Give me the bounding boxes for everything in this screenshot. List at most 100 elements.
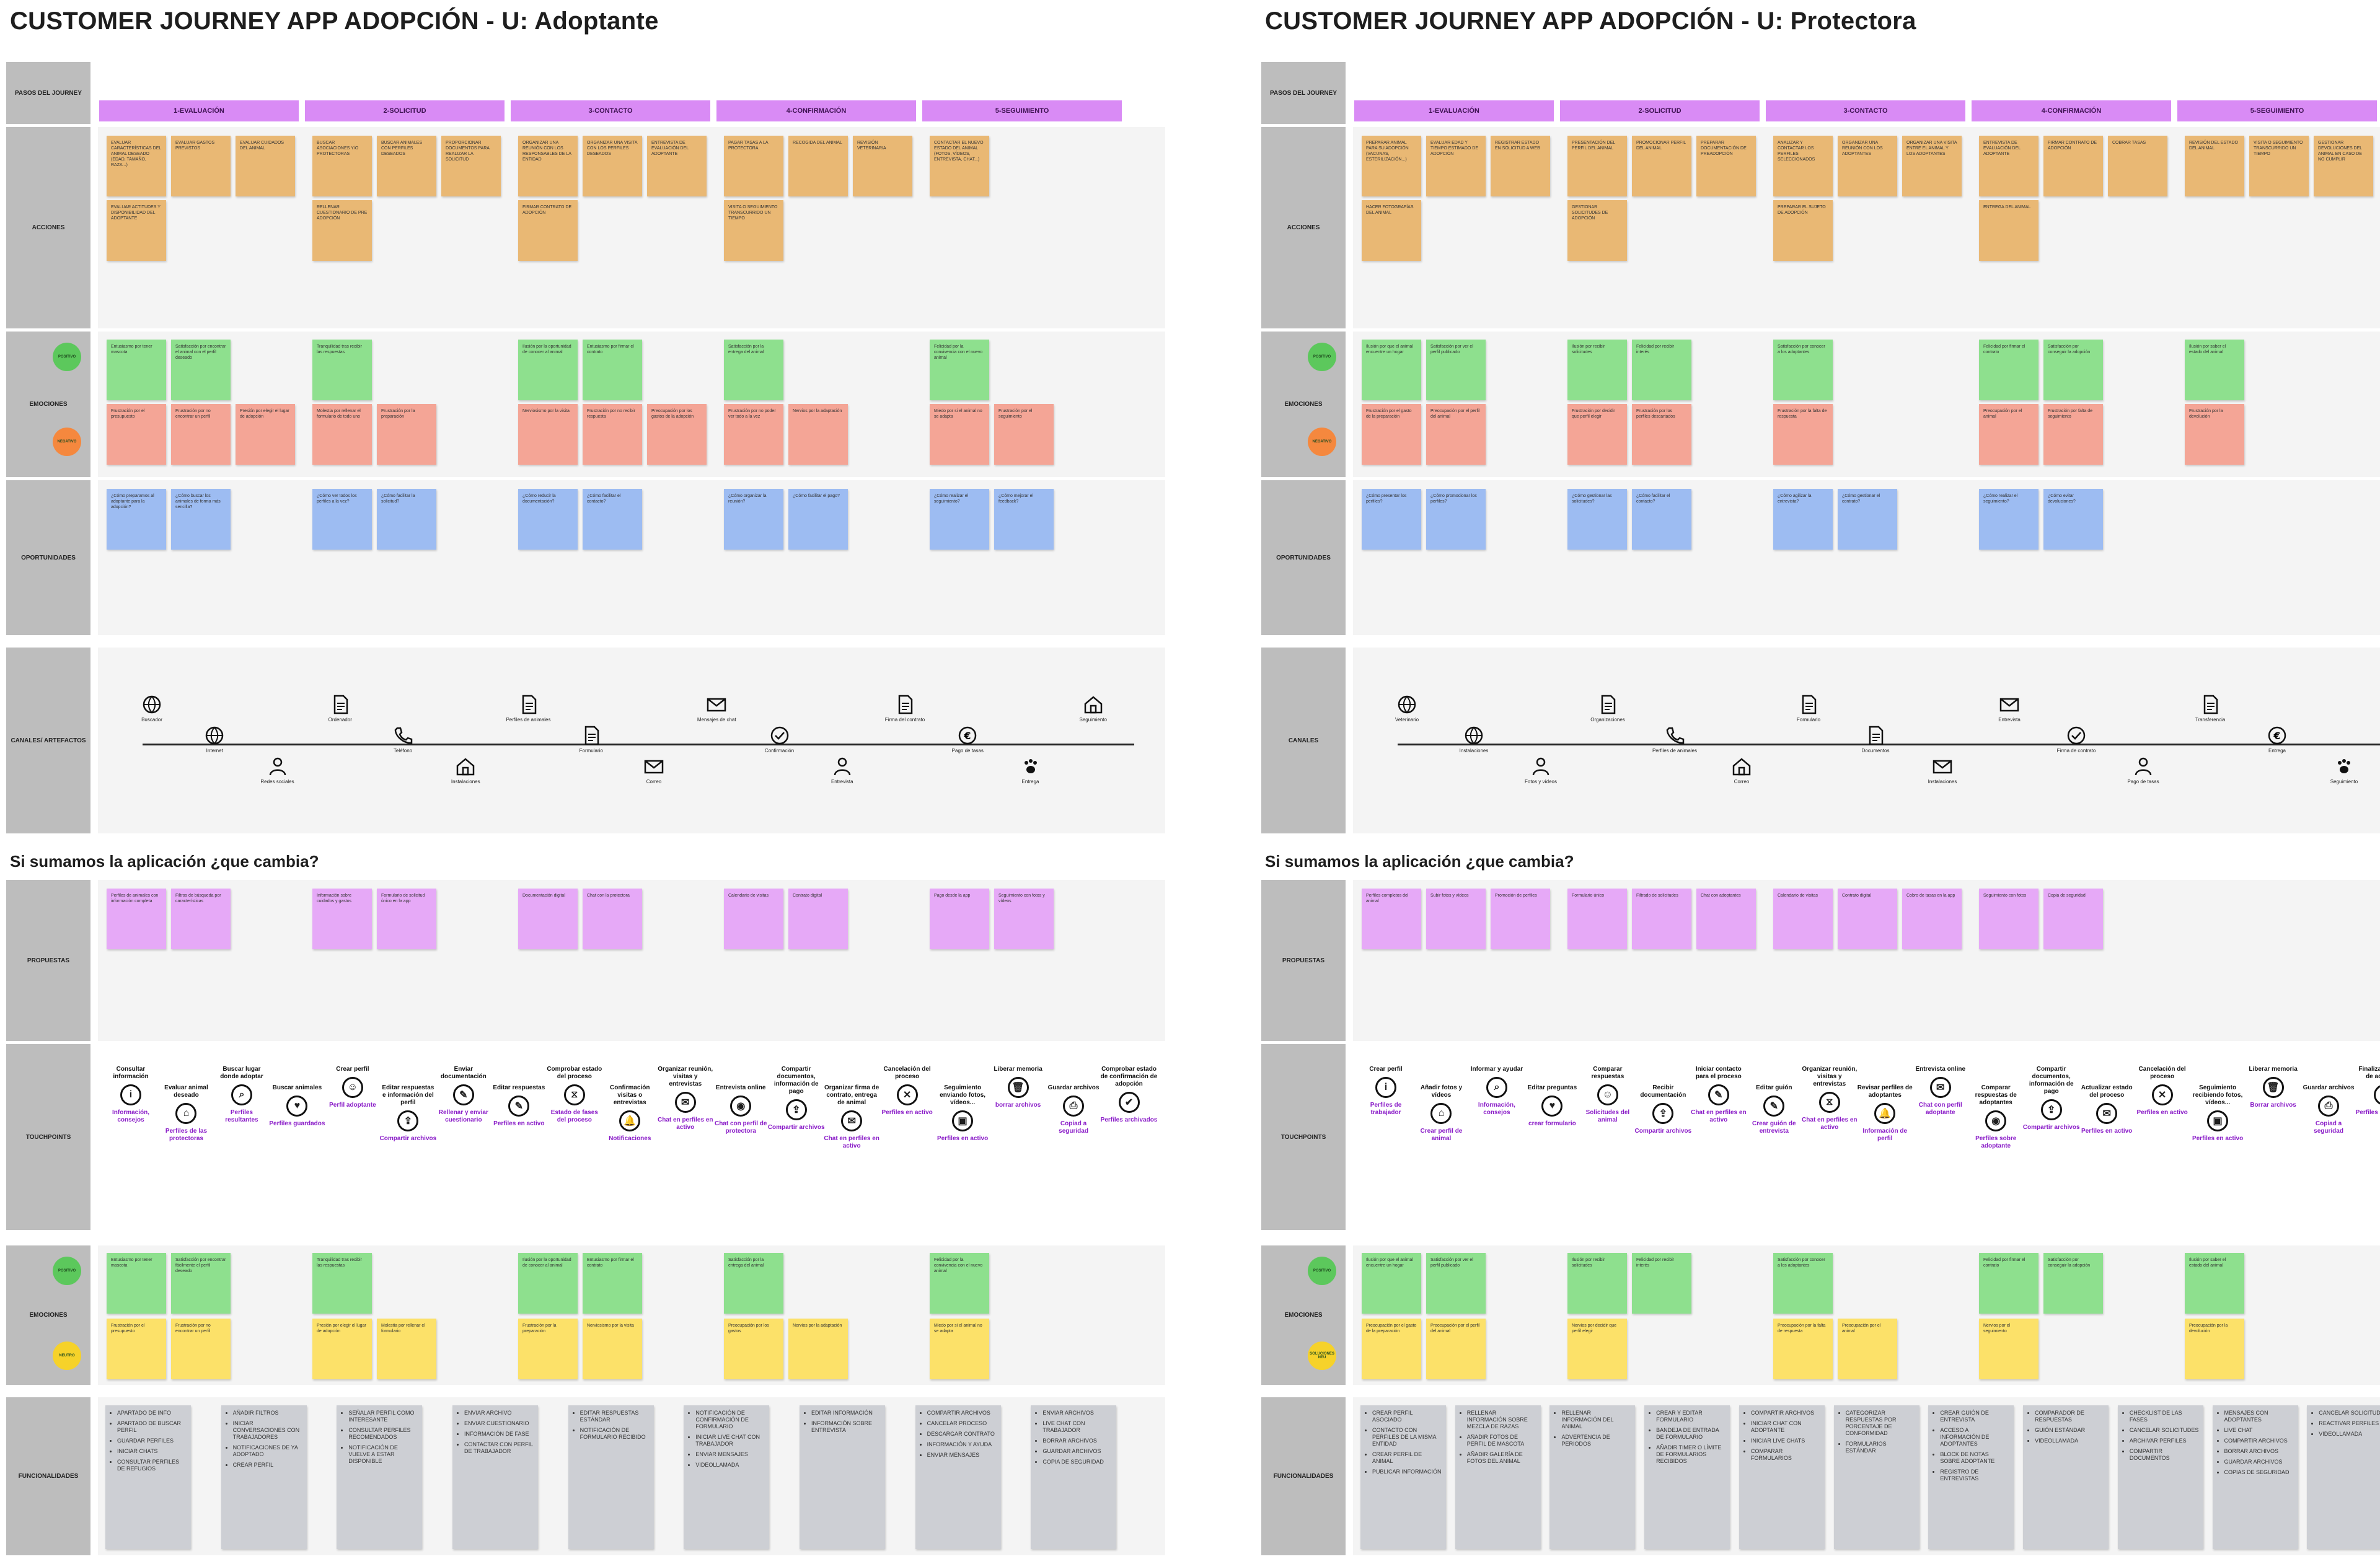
touchpoint[interactable]: Editar preguntas♥crear formulario xyxy=(1523,1084,1580,1128)
channel-item[interactable]: Teléfono xyxy=(375,725,431,753)
touchpoint-feature-link[interactable]: Perfil adoptante xyxy=(329,1102,376,1109)
negative-emotion-sticky[interactable]: Frustración por la devolución xyxy=(2185,404,2244,465)
negative-emotion-sticky[interactable]: Frustración por el gasto de la preparaci… xyxy=(1362,404,1421,465)
action-sticky[interactable]: PREPARAR ANIMAL PARA SU ADOPCIÓN (VACUNA… xyxy=(1362,136,1421,196)
channel-item[interactable]: Seguimiento xyxy=(2316,756,2372,784)
functionality-sticky[interactable]: COMPARTIR ARCHIVOSINICIAR CHAT CON ADOPT… xyxy=(1739,1405,1825,1549)
positive-emotion-sticky[interactable]: Entusiasmo por firmar el contrato xyxy=(583,340,642,400)
positive-emotion-sticky[interactable]: Satisfacción por conocer a los adoptante… xyxy=(1773,1253,1833,1314)
touchpoint[interactable]: Enviar documentación✎Rellenar y enviar c… xyxy=(435,1066,492,1124)
touchpoint-feature-link[interactable]: Perfiles en activo xyxy=(881,1109,933,1116)
positive-emotion-sticky[interactable]: Satisfacción por ver el perfil publicado xyxy=(1426,340,1486,400)
opportunity-sticky[interactable]: ¿Cómo reducir la documentación? xyxy=(518,489,578,550)
opportunity-sticky[interactable]: ¿Cómo preparamos al adoptante para la ad… xyxy=(107,489,166,550)
touchpoint[interactable]: Comprobar estado del proceso⧖Estado de f… xyxy=(546,1066,603,1124)
functionality-sticky[interactable]: NOTIFICACIÓN DE CONFIRMACIÓN DE FORMULAR… xyxy=(684,1405,770,1549)
touchpoint-feature-link[interactable]: Perfiles sobre adoptante xyxy=(1975,1135,2017,1149)
action-sticky[interactable]: EVALUAR ACTITUDES Y DISPONIBILIDAD DEL A… xyxy=(107,200,166,261)
action-sticky[interactable]: RECOGIDA DEL ANIMAL xyxy=(788,136,848,196)
neutral-emotion-sticky[interactable]: Miedo por si el animal no se adapta xyxy=(930,1319,989,1379)
functionality-sticky[interactable]: CREAR GUIÓN DE ENTREVISTAACCESO A INFORM… xyxy=(1928,1405,2014,1549)
positive-emotion-sticky[interactable]: Satisfacción por conocer a los adoptante… xyxy=(1773,340,1833,400)
channel-item[interactable]: Instalaciones xyxy=(1446,725,1502,753)
touchpoint[interactable]: Entrevista online✉Chat con perfil adopta… xyxy=(1912,1066,1969,1117)
channel-item[interactable]: Correo xyxy=(626,756,682,784)
touchpoint-feature-link[interactable]: Chat en perfiles en activo xyxy=(824,1135,879,1149)
neutral-emotion-sticky[interactable]: Preocupación por el perfil del animal xyxy=(1426,1319,1486,1379)
positive-emotion-sticky[interactable]: Satisfacción por conseguir la adopción xyxy=(2043,340,2103,400)
proposal-sticky[interactable]: Contrato digital xyxy=(1838,889,1897,949)
action-sticky[interactable]: VISITA O SEGUIMIENTO TRANSCURRIDO UN TIE… xyxy=(724,200,783,261)
proposal-sticky[interactable]: Subir fotos y vídeos xyxy=(1426,889,1486,949)
functionality-sticky[interactable]: ENVIAR ARCHIVOENVIAR CUESTIONARIOINFORMA… xyxy=(452,1405,538,1549)
touchpoint-feature-link[interactable]: Rellenar y enviar cuestionario xyxy=(438,1109,488,1123)
touchpoint[interactable]: Comprobar estado de confirmación de adop… xyxy=(1101,1066,1158,1124)
functionality-sticky[interactable]: RELLENAR INFORMACIÓN DEL ANIMALADVERTENC… xyxy=(1549,1405,1636,1549)
neutral-emotion-sticky[interactable]: Presión por elegir el lugar de adopción xyxy=(312,1319,372,1379)
neutral-emotion-sticky[interactable]: Preocupación por el gasto de la preparac… xyxy=(1362,1319,1421,1379)
neutral-emotion-sticky[interactable]: Preocupación por el animal xyxy=(1838,1319,1897,1379)
opportunity-sticky[interactable]: ¿Cómo mejorar el feedback? xyxy=(994,489,1054,550)
negative-emotion-sticky[interactable]: Preocupación por el animal xyxy=(1979,404,2038,465)
touchpoint[interactable]: Recibir documentación⇪Compartir archivos xyxy=(1634,1084,1692,1135)
positive-emotion-sticky[interactable]: Satisfacción por la entrega del animal xyxy=(724,1253,783,1314)
channel-item[interactable]: Perfiles de animales xyxy=(1647,725,1703,753)
positive-emotion-sticky[interactable]: Ilusión por saber el estado del animal xyxy=(2185,1253,2244,1314)
touchpoint-feature-link[interactable]: Chat con perfil de protectora xyxy=(714,1120,767,1135)
negative-emotion-sticky[interactable]: Preocupación por el perfil del animal xyxy=(1426,404,1486,465)
touchpoint-feature-link[interactable]: Perfiles de las protectoras xyxy=(165,1128,208,1142)
touchpoint-feature-link[interactable]: borrar archivos xyxy=(995,1102,1041,1109)
proposal-sticky[interactable]: Pago desde la app xyxy=(930,889,989,949)
phase-header[interactable]: 1-EVALUACIÓN xyxy=(99,100,299,121)
action-sticky[interactable]: PREPARAR DOCUMENTACIÓN DE PREADOPCIÓN xyxy=(1696,136,1756,196)
functionality-sticky[interactable]: CREAR Y EDITAR FORMULARIOBANDEJA DE ENTR… xyxy=(1644,1405,1730,1549)
action-sticky[interactable]: ENTREGA DEL ANIMAL xyxy=(1979,200,2038,261)
phase-header[interactable]: 5-SEGUIMIENTO xyxy=(922,100,1122,121)
touchpoint[interactable]: Seguimiento recibiendo fotos, vídeos...▣… xyxy=(2189,1084,2246,1143)
functionality-sticky[interactable]: MENSAJES CON ADOPTANTESLIVE CHATCOMPARTI… xyxy=(2212,1405,2298,1549)
positive-emotion-sticky[interactable]: Felicidad por recibir interés xyxy=(1632,1253,1691,1314)
touchpoint[interactable]: Buscar lugar donde adoptar⌕Perfiles resu… xyxy=(213,1066,270,1124)
touchpoint-feature-link[interactable]: Información, consejos xyxy=(112,1109,149,1123)
touchpoint-feature-link[interactable]: Información de perfil xyxy=(1862,1128,1908,1142)
proposal-sticky[interactable]: Cobro de tasas en la app xyxy=(1902,889,1962,949)
touchpoint[interactable]: Compartir documentos, información de pag… xyxy=(2023,1066,2080,1131)
touchpoint-feature-link[interactable]: Copiad a seguridad xyxy=(1059,1120,1088,1135)
neutral-emotion-sticky[interactable]: Frustración por el presupuesto xyxy=(107,1319,166,1379)
touchpoint-feature-link[interactable]: Perfiles en activo xyxy=(937,1135,989,1142)
opportunity-sticky[interactable]: ¿Cómo evitar devoluciones? xyxy=(2043,489,2103,550)
phase-header[interactable]: 4-CONFIRMACIÓN xyxy=(1972,100,2171,121)
channel-item[interactable]: Buscador xyxy=(124,694,180,722)
touchpoint-feature-link[interactable]: Perfiles archivados xyxy=(2355,1109,2380,1116)
functionality-sticky[interactable]: SEÑALAR PERFIL COMO INTERESANTECONSULTAR… xyxy=(337,1405,423,1549)
channel-item[interactable]: Entrevista xyxy=(814,756,870,784)
negative-emotion-sticky[interactable]: Frustración por no poder ver todo a la v… xyxy=(724,404,783,465)
opportunity-sticky[interactable]: ¿Cómo facilitar la solicitud? xyxy=(377,489,436,550)
positive-emotion-sticky[interactable]: Felicidad por recibir interés xyxy=(1632,340,1691,400)
opportunity-sticky[interactable]: ¿Cómo gestionar el contrato? xyxy=(1838,489,1897,550)
touchpoint-feature-link[interactable]: Chat con perfil adoptante xyxy=(1918,1102,1962,1116)
proposal-sticky[interactable]: Documentación digital xyxy=(518,889,578,949)
positive-emotion-sticky[interactable]: Ilusión por que el animal encuentre un h… xyxy=(1362,1253,1421,1314)
touchpoint[interactable]: Liberar memoria🗑Borrar archivos xyxy=(2245,1066,2302,1109)
action-sticky[interactable]: VISITA O SEGUIMIENTO TRANSCURRIDO UN TIE… xyxy=(2249,136,2309,196)
channel-item[interactable]: Transferencia xyxy=(2182,694,2238,722)
negative-emotion-sticky[interactable]: Nervios por la adaptación xyxy=(788,404,848,465)
proposal-sticky[interactable]: Filtros de búsqueda por características xyxy=(171,889,231,949)
action-sticky[interactable]: REVISIÓN DEL ESTADO DEL ANIMAL xyxy=(2185,136,2244,196)
touchpoint-feature-link[interactable]: Borrar archivos xyxy=(2250,1102,2296,1109)
functionality-sticky[interactable]: CANCELAR SOLICITUDREACTIVAR PERFILESVIDE… xyxy=(2307,1405,2380,1549)
action-sticky[interactable]: EVALUAR CARACTERÍSTICAS DEL ANIMAL DESEA… xyxy=(107,136,166,196)
functionality-sticky[interactable]: RELLENAR INFORMACIÓN SOBRE MEZCLA DE RAZ… xyxy=(1455,1405,1541,1549)
touchpoint-feature-link[interactable]: Compartir archivos xyxy=(2022,1124,2080,1131)
opportunity-sticky[interactable]: ¿Cómo buscar los animales de forma más s… xyxy=(171,489,231,550)
neutral-emotion-sticky[interactable]: Molestia por rellenar el formulario xyxy=(377,1319,436,1379)
negative-emotion-sticky[interactable]: Miedo por si el animal no se adapta xyxy=(930,404,989,465)
positive-emotion-sticky[interactable]: Entusiasmo por firmar el contrato xyxy=(583,1253,642,1314)
action-sticky[interactable]: GESTIONAR SOLICITUDES DE ADOPCIÓN xyxy=(1567,200,1627,261)
positive-emotion-sticky[interactable]: Tranquilidad tras recibir las respuestas xyxy=(312,340,372,400)
action-sticky[interactable]: EVALUAR CUIDADOS DEL ANIMAL xyxy=(236,136,295,196)
action-sticky[interactable]: HACER FOTOGRAFÍAS DEL ANIMAL xyxy=(1362,200,1421,261)
action-sticky[interactable]: GESTIONAR DEVOLUCIONES DEL ANIMAL EN CAS… xyxy=(2314,136,2373,196)
